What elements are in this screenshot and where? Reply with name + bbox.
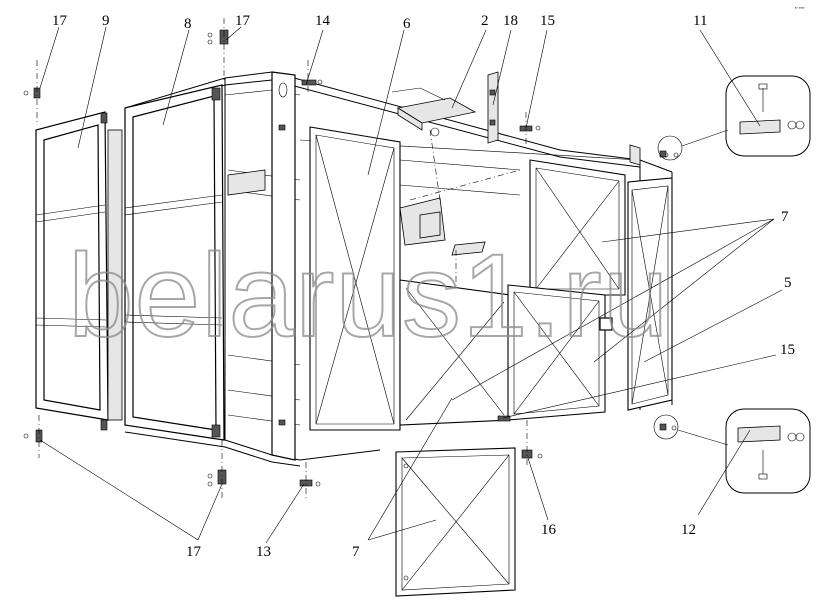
panel-7-loose — [395, 447, 516, 597]
panel-7-center — [399, 279, 511, 426]
panel-7-right — [507, 284, 613, 421]
hinge-17-bottom-left — [23, 415, 43, 458]
callout-17: 17 — [52, 13, 68, 29]
top-bracket-2 — [391, 87, 477, 201]
callout-17: 17 — [186, 544, 202, 560]
callout-16: 16 — [541, 522, 557, 538]
hinge-15-top — [519, 112, 541, 145]
callout-11: 11 — [693, 13, 707, 29]
callout-8: 8 — [184, 16, 192, 32]
hinge-14 — [301, 60, 323, 95]
hinge-13 — [299, 462, 321, 500]
detail-inset-12 — [653, 408, 811, 494]
callout-15: 15 — [780, 342, 795, 358]
callout-14: 14 — [315, 13, 331, 29]
callout-labels: 17 9 8 17 14 6 2 18 15 11 7 5 15 12 16 7… — [52, 13, 795, 560]
panel-6 — [309, 126, 401, 431]
hinge-17-bottom — [207, 440, 227, 500]
detail-inset-11 — [657, 75, 811, 161]
hinge-16 — [521, 420, 543, 468]
panel-5 — [627, 177, 673, 411]
callout-13: 13 — [256, 544, 271, 560]
interior-brackets — [227, 169, 521, 320]
callout-2: 2 — [481, 13, 489, 29]
callout-6: 6 — [403, 16, 411, 32]
callout-9: 9 — [102, 13, 110, 29]
hinge-17-top — [207, 18, 229, 80]
end-frame-9 — [35, 111, 123, 431]
callout-7: 7 — [352, 544, 360, 560]
hinge-12-part — [659, 423, 677, 431]
callout-15: 15 — [540, 13, 555, 29]
plate-18 — [487, 71, 499, 144]
corner-post — [271, 71, 296, 461]
leader-lines — [39, 26, 783, 544]
end-frame-8 — [124, 84, 225, 441]
hardware-items — [23, 18, 679, 500]
watermark-text: belarus1.ru — [68, 230, 669, 362]
hinge-17-top-left — [23, 60, 41, 125]
callout-5: 5 — [784, 275, 792, 291]
callout-7: 7 — [781, 209, 789, 225]
callout-17: 17 — [235, 13, 251, 29]
panel-7-upper — [529, 159, 626, 296]
hinge-15-mid — [497, 415, 511, 422]
corner-mark: ▪▪ ▪▪▪▪ — [795, 5, 805, 10]
callout-18: 18 — [503, 13, 518, 29]
callout-12: 12 — [681, 522, 696, 538]
hinge-11-part — [659, 150, 679, 158]
